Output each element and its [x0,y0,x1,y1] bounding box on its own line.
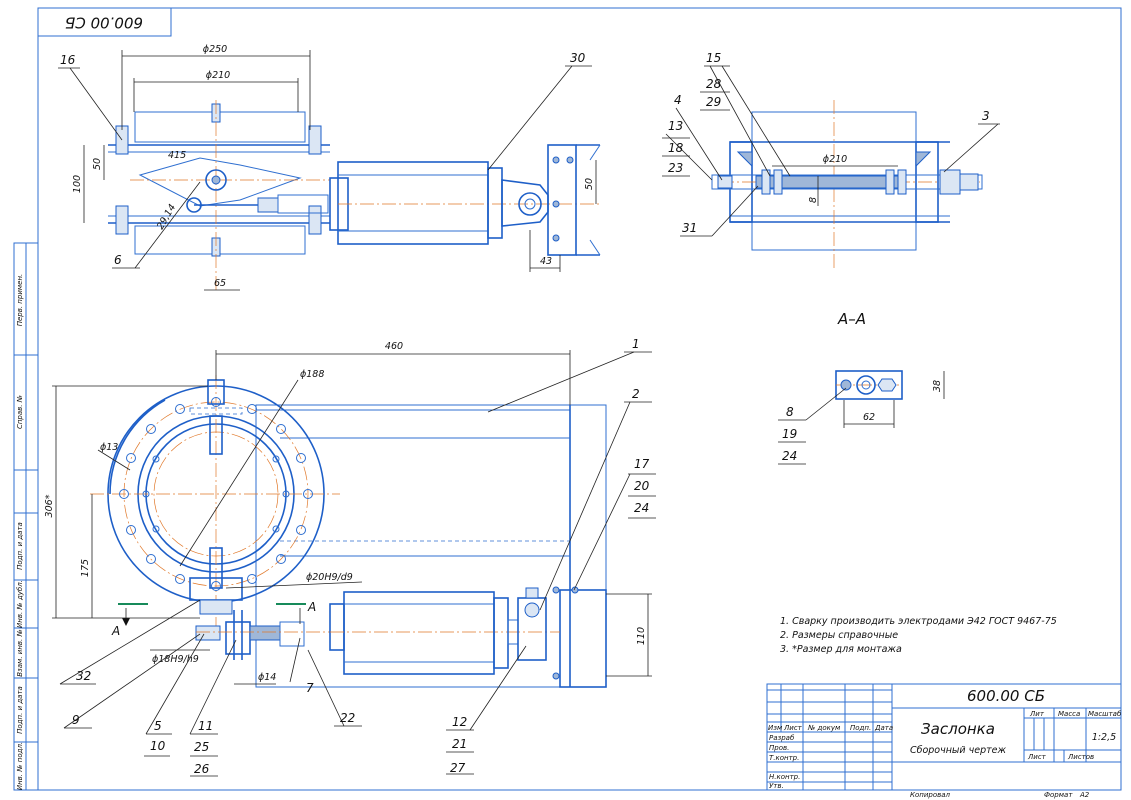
tb-scale: 1:2,5 [1092,732,1116,743]
callout-26: 26 [194,762,210,776]
strip-label-3: Подп. и дата [16,522,24,570]
dim-h110: 110 [636,627,647,645]
tb-doc: № докум [807,724,841,732]
callout-27: 27 [450,761,466,775]
dim-h175: 175 [80,559,91,577]
tb-tkontr: Т.контр. [769,754,799,762]
callout-16: 16 [60,53,76,67]
note-1: 1. Сварку производить электродами Э42 ГО… [780,616,1057,627]
callout-13: 13 [668,119,683,133]
dim-h50: 50 [92,158,103,170]
detail-dim-w62: 62 [863,412,875,423]
dim-d14: ϕ14 [258,672,276,683]
callout-19: 19 [782,427,797,441]
callout-7: 7 [306,681,314,695]
tb-date: Дата [874,724,893,732]
callout-6: 6 [114,253,122,267]
tb-izm: Изм [768,724,783,732]
tb-sign: Подп. [850,724,871,732]
callout-25: 25 [194,740,209,754]
doc-code-mirrored: 600.00 СБ [65,14,143,32]
top-view: ϕ250 ϕ210 100 50 415 29,14 65 50 43 16 3… [58,44,601,291]
drawing-frame: 600.00 СБ Перв. примен. Справ. № Подп. и… [13,7,1122,791]
dim-d13: ϕ13 [100,442,118,453]
dim-d188: ϕ188 [300,369,324,380]
callout-20: 20 [634,479,650,493]
callout-12: 12 [452,715,467,729]
tb-nkontr: Н.контр. [769,773,800,781]
callout-9: 9 [72,713,80,727]
front-view: А А 460 306* 175 110 ϕ13 ϕ188 ϕ20H9/d9 ϕ… [44,337,656,777]
dim-d250: ϕ250 [203,44,227,55]
callout-15: 15 [706,51,721,65]
tb-massa: Масса [1058,710,1080,718]
title-block: 600.00 СБ Заслонка Сборочный чертеж Изм … [766,683,1122,799]
detail-dim-h38: 38 [932,380,943,392]
note-2: 2. Размеры справочные [780,630,898,641]
callout-4: 4 [674,93,682,107]
dim-w50: 50 [584,178,595,190]
callout-8: 8 [786,405,794,419]
tb-razrab: Разраб [769,734,795,742]
section-a-a: ϕ210 8 15 28 29 4 13 18 23 31 3 А–А [662,51,1000,328]
strip-label-6: Подп. и дата [16,686,24,734]
callout-32: 32 [76,669,91,683]
technical-notes: 1. Сварку производить электродами Э42 ГО… [780,616,1057,655]
callout-1: 1 [632,337,640,351]
callout-30: 30 [570,51,586,65]
tb-sheets: Листов [1067,753,1094,761]
tb-lit: Лит [1029,710,1045,718]
callout-22: 22 [340,711,355,725]
dim-h306: 306* [44,494,55,517]
cut-mark-left: А [111,624,120,638]
cut-mark-right: А [307,600,316,614]
callout-23: 23 [668,161,683,175]
callout-21: 21 [452,737,467,751]
callout-28: 28 [706,77,722,91]
callout-11: 11 [198,719,213,733]
tb-masshtab: Масштаб [1088,710,1122,718]
tb-format: Формат [1044,791,1073,799]
strip-label-5: Взам. инв. № [16,629,24,677]
title-code: 600.00 СБ [967,687,1045,705]
callout-10: 10 [150,739,166,753]
callout-17: 17 [634,457,650,471]
strip-label-4: Инв. № дубл. [16,580,24,628]
callout-5: 5 [154,719,162,733]
dim-w43: 43 [540,256,552,267]
callout-31: 31 [682,221,697,235]
section-title: А–А [837,310,866,328]
callout-29: 29 [706,95,721,109]
note-3: 3. *Размер для монтажа [780,644,902,655]
title-name: Заслонка [921,720,995,738]
callout-2: 2 [632,387,640,401]
section-dim-d210: ϕ210 [823,154,847,165]
dim-fit20: ϕ20H9/d9 [306,572,353,583]
section-dim-h8: 8 [808,197,819,203]
tb-prov: Пров. [769,744,789,752]
detail-view: 62 38 8 19 24 [778,370,945,465]
tb-copied: Копировал [910,791,951,799]
strip-label-7: Инв. № подл. [16,742,24,790]
tb-list: Лист [783,724,803,732]
tb-utv: Утв. [769,782,784,790]
callout-3: 3 [982,109,990,123]
strip-label-1: Перв. примен. [16,274,24,327]
dim-h100: 100 [72,175,83,193]
callout-18: 18 [668,141,684,155]
title-type: Сборочный чертеж [910,745,1007,756]
callout-24: 24 [634,501,649,515]
dim-fit18: ϕ18H9/h9 [152,654,199,665]
dim-w460: 460 [385,341,403,352]
dim-r15: 415 [168,150,186,161]
dim-a2914: 29,14 [155,202,178,231]
dim-w65: 65 [214,278,226,289]
tb-format-value: А2 [1079,791,1090,799]
callout-24-detail: 24 [782,449,797,463]
strip-label-2: Справ. № [16,395,24,429]
tb-sheet: Лист [1027,753,1047,761]
dim-d210: ϕ210 [206,70,230,81]
